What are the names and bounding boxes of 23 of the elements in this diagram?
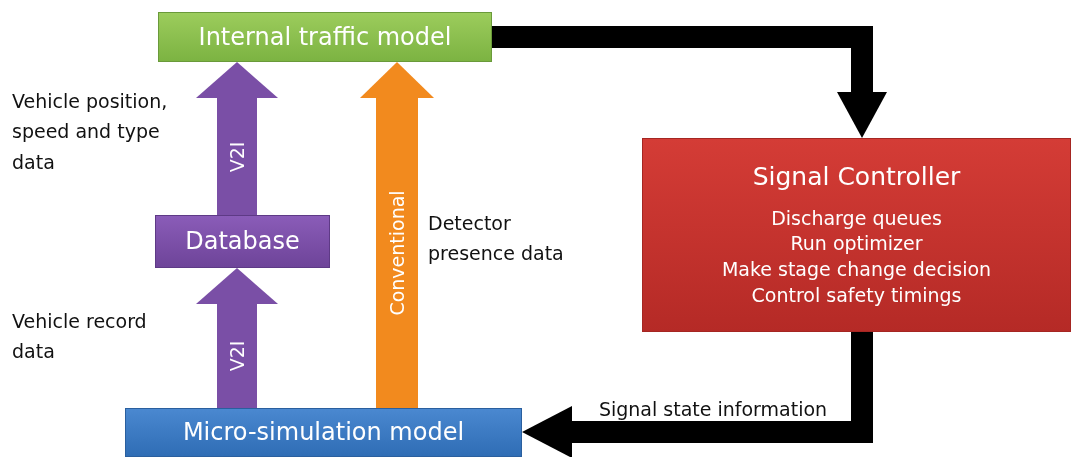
edge-label: V2I bbox=[225, 140, 249, 174]
process-box bbox=[125, 408, 522, 457]
arrow bbox=[360, 62, 434, 408]
arrow bbox=[196, 62, 278, 215]
note-text: Vehicle position, speed and type data bbox=[12, 89, 169, 175]
box-text: Run optimizer bbox=[790, 231, 923, 257]
box-title: Signal Controller bbox=[752, 161, 961, 192]
box-text: Control safety timings bbox=[751, 282, 962, 308]
edge-label: V2I bbox=[225, 339, 249, 374]
box-title: Database bbox=[185, 227, 300, 256]
box-text: Make stage change decision bbox=[721, 257, 992, 282]
arrow bbox=[196, 268, 278, 408]
arrow bbox=[492, 26, 887, 138]
box-title: Micro-simulation model bbox=[182, 418, 465, 447]
note-text: Detector presence data bbox=[428, 211, 565, 267]
process-box bbox=[642, 138, 1071, 332]
note-text: Vehicle record data bbox=[12, 309, 148, 365]
process-box bbox=[158, 12, 492, 62]
box-text: Discharge queues bbox=[771, 205, 942, 231]
box-title: Internal traffic model bbox=[198, 22, 452, 52]
edge-label: Conventional bbox=[385, 189, 409, 318]
process-box bbox=[155, 215, 330, 268]
arrow bbox=[522, 332, 873, 457]
